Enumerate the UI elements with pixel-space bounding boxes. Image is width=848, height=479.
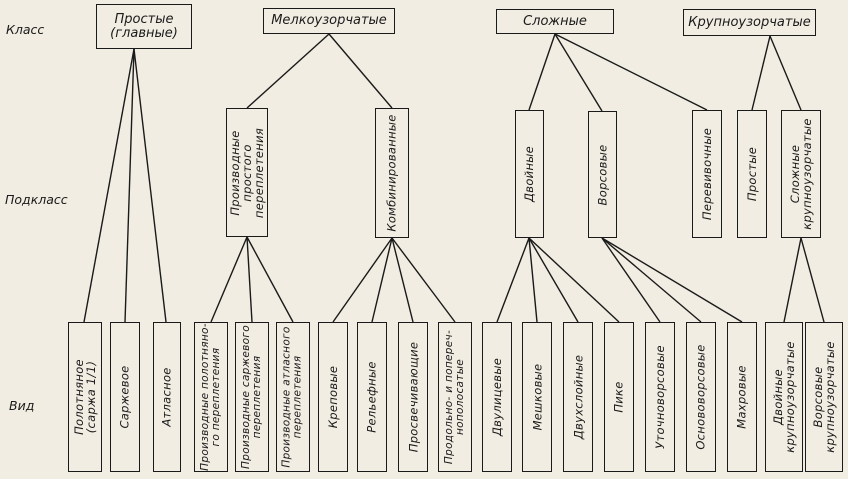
kind-box: Основоворсовые <box>686 322 716 472</box>
connector-line <box>246 236 253 323</box>
subclass-box-leno: Перевивочные <box>692 110 722 238</box>
kind-box: Рельефные <box>357 322 387 472</box>
class-box-simple: Простые (главные) <box>96 4 192 49</box>
kind-label: Производные атласного переплетения <box>281 326 304 468</box>
kind-box: Саржевое <box>110 322 140 472</box>
connector-line <box>124 48 135 323</box>
kind-box: Ворсовые крупноузорчатые <box>805 322 843 472</box>
kind-box: Атласное <box>153 322 181 472</box>
subclass-label: Простые <box>745 146 760 202</box>
connector-line <box>246 33 330 109</box>
connector-line <box>391 237 456 323</box>
kind-box: Производные атласного переплетения <box>276 322 310 472</box>
connector-line <box>528 237 620 323</box>
kind-label: Полотняное (саржа 1/1) <box>72 359 98 435</box>
kind-label: Ворсовые крупноузорчатые <box>811 341 838 453</box>
subclass-box-derivative: Производные простого переплетения <box>226 108 268 237</box>
class-box-complex: Сложные <box>496 9 614 34</box>
subclass-box-complex-large: Сложные крупноузорчатые <box>781 110 821 238</box>
subclass-label: Перевивочные <box>700 127 715 221</box>
subclass-box-combined: Комбинированные <box>375 108 409 238</box>
connector-line <box>769 35 802 111</box>
subclass-box-double: Двойные <box>515 110 544 238</box>
kind-label: Атласное <box>160 367 175 427</box>
class-label: Крупноузорчатые <box>688 14 811 30</box>
connector-line <box>528 33 556 111</box>
kind-label: Двухслойные <box>571 354 585 440</box>
connector-line <box>783 237 802 323</box>
kind-box: Двулицевые <box>482 322 512 472</box>
subclass-box-simple-large: Простые <box>737 110 767 238</box>
kind-label: Уточноворсовые <box>653 345 668 449</box>
subclass-label: Производные простого переплетения <box>228 127 267 218</box>
kind-box: Продольно- и попереч- нополосатые <box>438 322 472 472</box>
kind-label: Рельефные <box>365 361 380 433</box>
kind-box: Производные саржевого переплетения <box>235 322 269 472</box>
connector-line <box>528 237 579 323</box>
kind-label: Двулицевые <box>490 357 505 437</box>
row-label-class: Класс <box>6 22 45 37</box>
connector-line <box>371 237 393 323</box>
kind-label: Саржевое <box>118 365 133 429</box>
connector-line <box>332 237 393 323</box>
subclass-label: Двойные <box>522 145 537 203</box>
connector-line <box>83 48 135 323</box>
connector-line <box>554 33 708 111</box>
kind-box: Двойные крупноузорчатые <box>765 322 803 472</box>
kind-box: Пике <box>604 322 634 472</box>
connector-line <box>528 237 538 323</box>
kind-label: Мешковые <box>530 363 544 431</box>
connector-line <box>133 48 167 323</box>
connector-line <box>554 33 603 112</box>
kind-label: Основоворсовые <box>694 344 709 450</box>
connector-line <box>601 237 702 323</box>
class-box-large-pattern: Крупноузорчатые <box>683 9 816 36</box>
kind-box: Уточноворсовые <box>645 322 675 472</box>
connector-line <box>210 236 248 323</box>
kind-label: Пике <box>612 381 626 413</box>
class-label: Простые (главные) <box>110 11 178 41</box>
row-label-subclass: Подкласс <box>5 192 68 207</box>
row-label-kind: Вид <box>9 398 35 413</box>
kind-label: Двойные крупноузорчатые <box>771 341 798 453</box>
connector-line <box>601 237 661 323</box>
kind-label: Махровые <box>735 365 750 429</box>
kind-box: Креповые <box>318 322 348 472</box>
kind-box: Двухслойные <box>563 322 593 472</box>
subclass-label: Ворсовые <box>595 144 610 205</box>
kind-box: Мешковые <box>522 322 552 472</box>
connector-line <box>800 237 825 323</box>
kind-box: Полотняное (саржа 1/1) <box>68 322 102 472</box>
kind-box: Просвечивающие <box>398 322 428 472</box>
kind-label: Производные полотняно- го переплетения <box>199 323 222 471</box>
kind-label: Продольно- и попереч- нополосатые <box>443 329 466 465</box>
connector-line <box>391 237 414 323</box>
subclass-label: Комбинированные <box>385 114 400 232</box>
connector-line <box>328 33 393 109</box>
kind-box: Производные полотняно- го переплетения <box>194 322 228 472</box>
class-box-small-pattern: Мелкоузорчатые <box>263 8 395 34</box>
kind-label: Просвечивающие <box>406 341 421 453</box>
class-label: Мелкоузорчатые <box>271 13 387 28</box>
connector-line <box>601 237 743 323</box>
class-label: Сложные <box>523 13 587 29</box>
kind-label: Производные саржевого переплетения <box>240 325 263 469</box>
subclass-box-pile: Ворсовые <box>588 111 617 238</box>
kind-label: Креповые <box>326 365 340 429</box>
connector-line <box>496 237 530 323</box>
subclass-label: Сложные крупноузорчатые <box>788 118 815 230</box>
connector-line <box>246 236 294 323</box>
connector-line <box>751 35 771 111</box>
kind-box: Махровые <box>727 322 757 472</box>
